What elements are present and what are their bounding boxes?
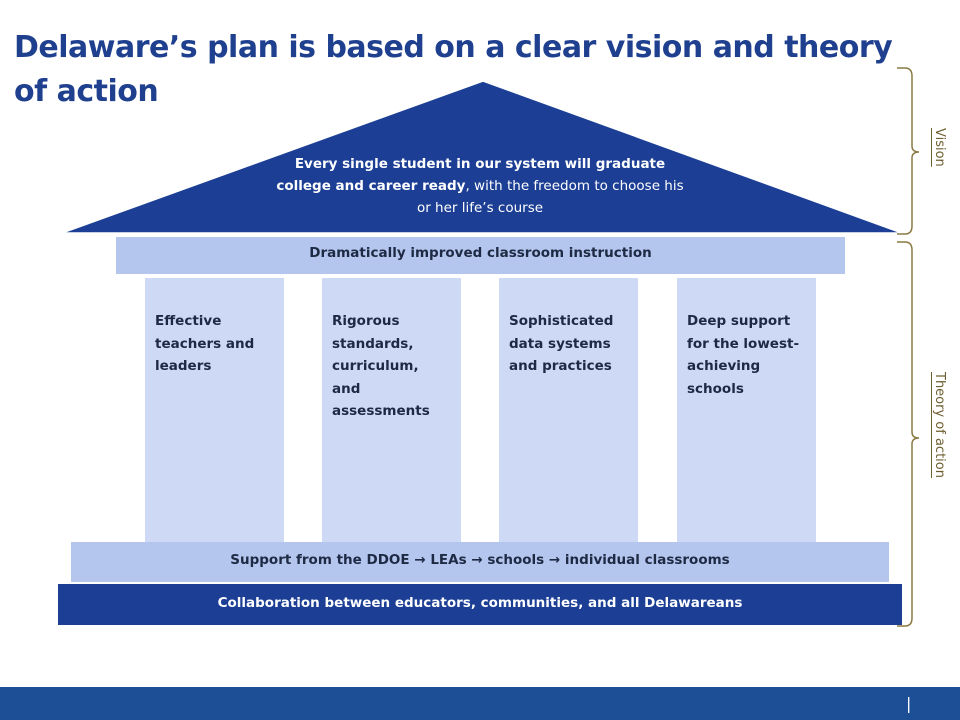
pillar-label: Deep support for the lowest-achieving sc… [687,313,800,397]
vision-statement-regular: , with the freedom to choose his or her … [416,178,684,216]
collaboration-band: Collaboration between educators, communi… [58,584,902,625]
roof-triangle [61,80,903,234]
pillar-data-systems: Sophisticated data systems and practices [499,278,638,542]
vision-bracket [897,67,920,235]
footer-bar: | [0,687,960,720]
support-band: Support from the DDOE → LEAs → schools →… [71,542,889,582]
pillar-label: Rigorous standards, curriculum, and asse… [332,313,430,419]
footer-mark: | [906,694,912,713]
theory-of-action-label: Theory of action [932,372,947,478]
pillar-label: Effective teachers and leaders [155,313,255,374]
instruction-band: Dramatically improved classroom instruct… [116,237,845,274]
pillar-rigorous-standards: Rigorous standards, curriculum, and asse… [322,278,461,542]
vision-statement-bold: Every single student in our system will … [276,156,666,194]
pillar-label: Sophisticated data systems and practices [509,313,614,374]
vision-label: Vision [932,128,947,167]
theory-bracket [897,241,920,627]
page-title: Delaware’s plan is based on a clear visi… [14,30,893,109]
pillar-effective-teachers: Effective teachers and leaders [145,278,284,542]
pillar-deep-support: Deep support for the lowest-achieving sc… [677,278,816,542]
vision-statement: Every single student in our system will … [270,153,690,219]
